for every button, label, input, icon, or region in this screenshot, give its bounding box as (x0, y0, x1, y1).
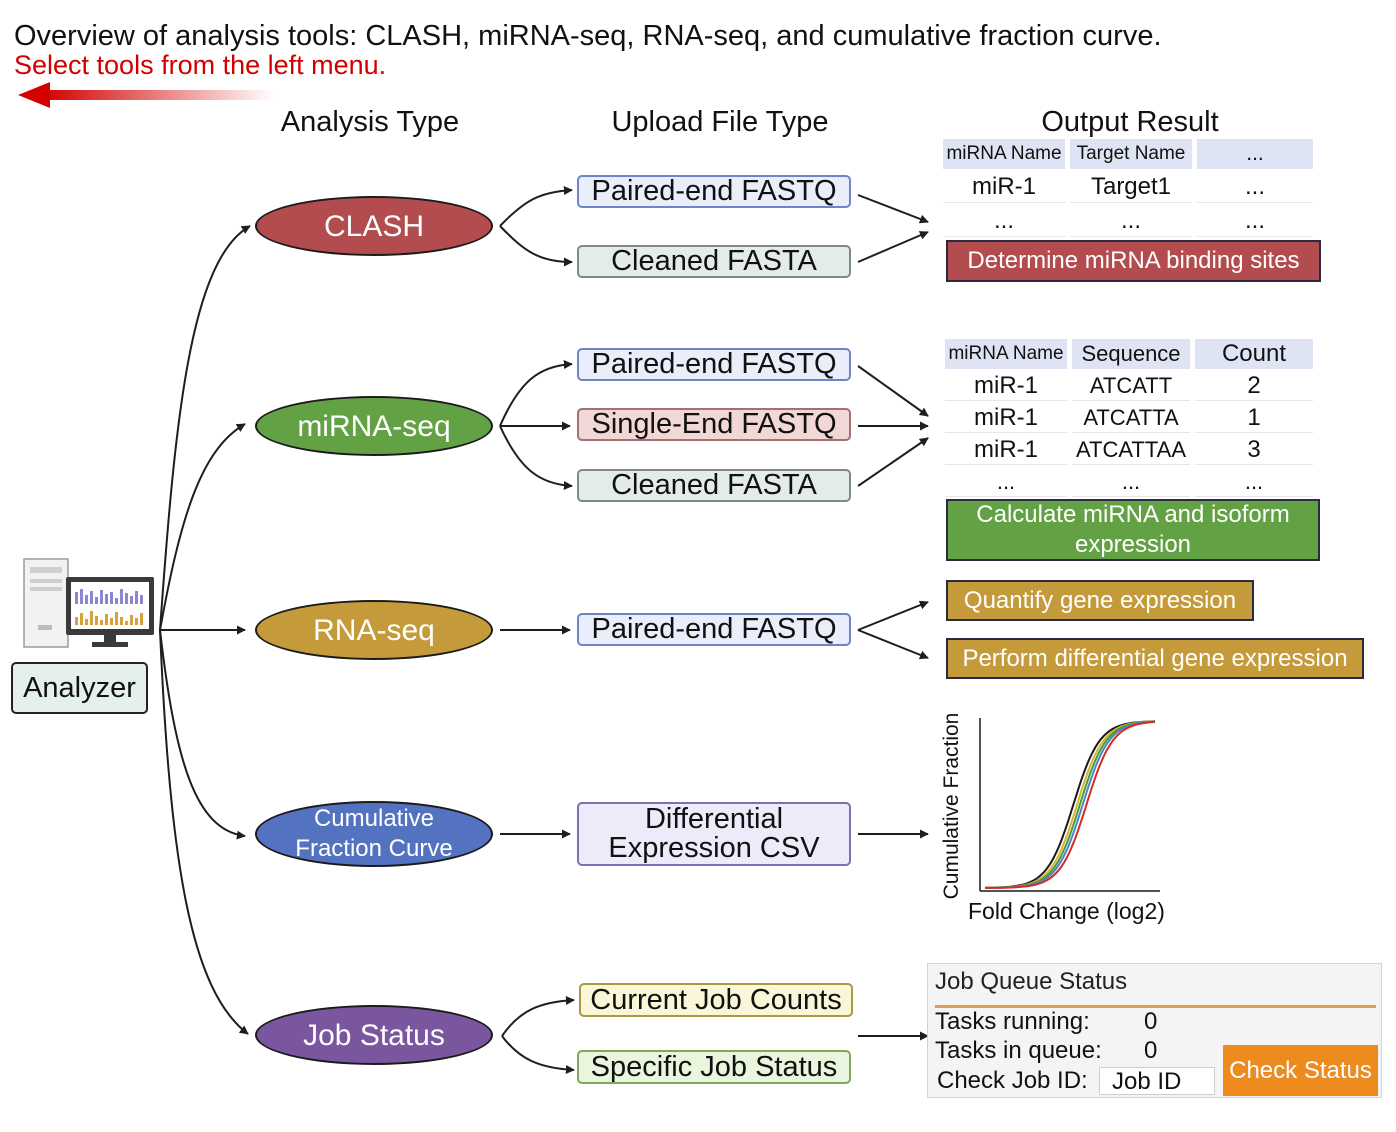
left-menu-hint: Select tools from the left menu. (14, 50, 387, 80)
table-cell: Target1 (1070, 172, 1192, 203)
file-type-clash-paired-end-fastq[interactable]: Paired-end FASTQ (577, 175, 851, 208)
tasks-in-queue-value: 0 (1144, 1037, 1158, 1064)
tasks-in-queue-label: Tasks in queue: (935, 1037, 1102, 1064)
cumulative-curve (985, 720, 1156, 889)
left-menu-arrow (18, 82, 274, 108)
file-type-rnaseq-paired-end-fastq[interactable]: Paired-end FASTQ (577, 613, 851, 646)
chart-y-axis-label: Cumulative Fraction (940, 712, 963, 900)
cumulative-curve (985, 720, 1156, 889)
analysis-mirna-seq[interactable]: miRNA-seq (255, 396, 493, 456)
clash-header-target-name: Target Name (1070, 139, 1192, 169)
table-cell: ... (943, 206, 1065, 237)
clash-output-table: miRNA Name Target Name ... miR-1 Target1… (938, 136, 1318, 240)
file-type-current-job-counts[interactable]: Current Job Counts (579, 983, 853, 1017)
table-cell: ATCATT (1072, 372, 1190, 401)
job-id-input[interactable]: Job ID (1099, 1067, 1215, 1095)
job-queue-status-panel: Job Queue Status Tasks running: 0 Tasks … (927, 963, 1382, 1098)
tasks-running-label: Tasks running: (935, 1008, 1090, 1035)
file-type-mirna-paired-end-fastq[interactable]: Paired-end FASTQ (577, 348, 851, 381)
analysis-rna-seq[interactable]: RNA-seq (255, 600, 493, 660)
analysis-cumulative-fraction-curve[interactable]: Cumulative Fraction Curve (255, 801, 493, 867)
file-type-differential-expression-csv[interactable]: Differential Expression CSV (577, 802, 851, 866)
table-cell: ... (945, 468, 1067, 497)
table-cell: miR-1 (945, 436, 1067, 465)
intro-text: Overview of analysis tools: CLASH, miRNA… (14, 20, 1162, 52)
table-cell: 3 (1195, 436, 1313, 465)
clash-header-mirna-name: miRNA Name (943, 139, 1065, 169)
cumulative-curve (984, 720, 1156, 889)
chart-x-axis-label: Fold Change (log2) (968, 898, 1165, 924)
table-cell: miR-1 (945, 372, 1067, 401)
column-heading-analysis-type: Analysis Type (280, 106, 460, 138)
table-cell: 1 (1195, 404, 1313, 433)
cumulative-curve (985, 720, 1156, 889)
table-cell: ... (1197, 172, 1313, 203)
clash-header-more: ... (1197, 139, 1313, 169)
mirna-header-sequence: Sequence (1072, 339, 1190, 369)
check-job-id-label: Check Job ID: (937, 1067, 1088, 1094)
table-cell: ATCATTA (1072, 404, 1190, 433)
table-cell: ... (1072, 468, 1190, 497)
result-calculate-mirna-isoform-expression: Calculate miRNA and isoform expression (946, 499, 1320, 561)
mirna-output-table: miRNA Name Sequence Count miR-1 ATCATT 2… (940, 336, 1318, 500)
cumulative-curve (985, 720, 1156, 889)
analysis-job-status[interactable]: Job Status (255, 1005, 493, 1065)
result-perform-differential-gene-expression: Perform differential gene expression (946, 638, 1364, 679)
job-queue-title: Job Queue Status (935, 968, 1128, 995)
table-cell: 2 (1195, 372, 1313, 401)
analyzer-label[interactable]: Analyzer (11, 662, 148, 714)
file-type-clash-cleaned-fasta[interactable]: Cleaned FASTA (577, 245, 851, 278)
file-type-mirna-single-end-fastq[interactable]: Single-End FASTQ (577, 408, 851, 441)
file-type-specific-job-status[interactable]: Specific Job Status (577, 1050, 851, 1084)
table-cell: ATCATTAA (1072, 436, 1190, 465)
job-queue-divider (935, 1005, 1376, 1008)
mirna-header-count: Count (1195, 339, 1313, 369)
table-cell: miR-1 (943, 172, 1065, 203)
table-cell: ... (1195, 468, 1313, 497)
cumulative-fraction-chart: Cumulative Fraction Fold Change (log2) (938, 710, 1198, 935)
result-quantify-gene-expression: Quantify gene expression (946, 580, 1254, 621)
tasks-running-value: 0 (1144, 1008, 1158, 1035)
table-cell: ... (1070, 206, 1192, 237)
column-heading-upload-file-type: Upload File Type (611, 106, 829, 138)
analysis-clash[interactable]: CLASH (255, 196, 493, 256)
check-status-button[interactable]: Check Status (1223, 1045, 1378, 1096)
file-type-mirna-cleaned-fasta[interactable]: Cleaned FASTA (577, 469, 851, 502)
table-cell: miR-1 (945, 404, 1067, 433)
result-determine-mirna-binding-sites: Determine miRNA binding sites (946, 240, 1321, 282)
table-cell: ... (1197, 206, 1313, 237)
column-heading-output-result: Output Result (1041, 106, 1219, 138)
mirna-header-mirna-name: miRNA Name (945, 339, 1067, 369)
analyzer-computer-icon[interactable] (18, 555, 158, 653)
